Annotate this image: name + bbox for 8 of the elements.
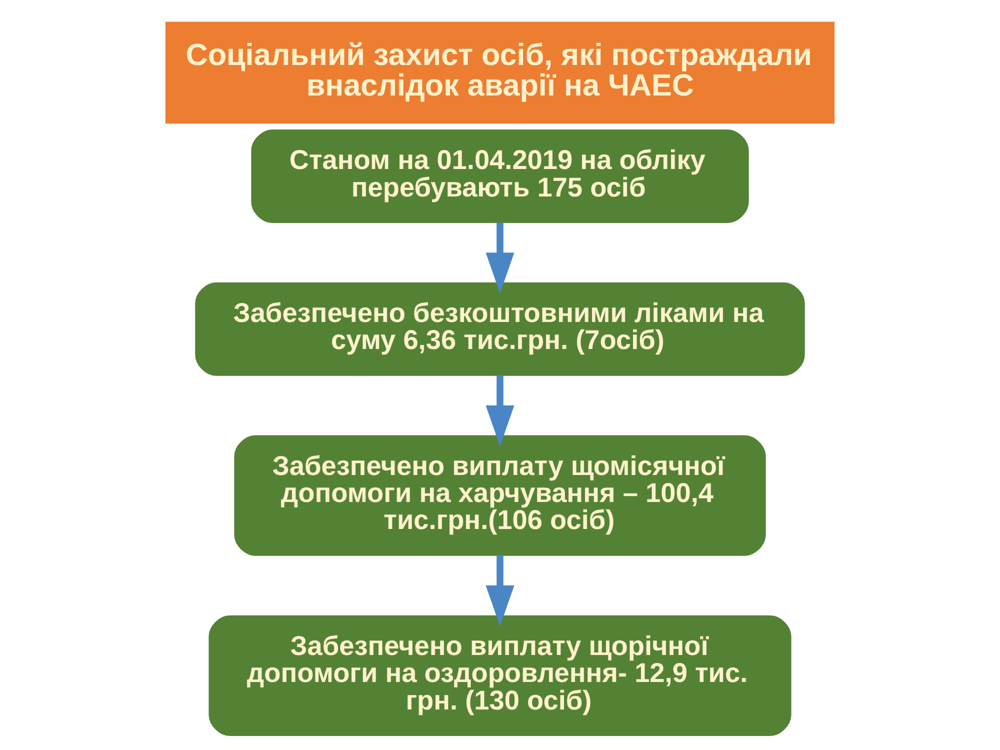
diagram-title: Соціальний захист осіб, які постраждали внаслідок аварії на ЧАЕС (186, 38, 812, 102)
arrow (486, 222, 514, 294)
node-box: Забезпечено виплату щорічної допомоги на оздоровлення- 12,9 тис. грн. (130 осіб) (208, 615, 792, 736)
node-box: Забезпечено безкоштовними ліками на суму 6,36 тис.грн. (7осіб) (195, 282, 805, 376)
node-box: Забезпечено виплату щомісячної допомоги на харчування – 100,4 тис.грн.(106 осіб) (234, 435, 766, 556)
node-box: Станом на 01.04.2019 на обліку перебувають 175 осіб (251, 130, 749, 223)
arrow (486, 375, 514, 446)
arrow (486, 555, 514, 626)
